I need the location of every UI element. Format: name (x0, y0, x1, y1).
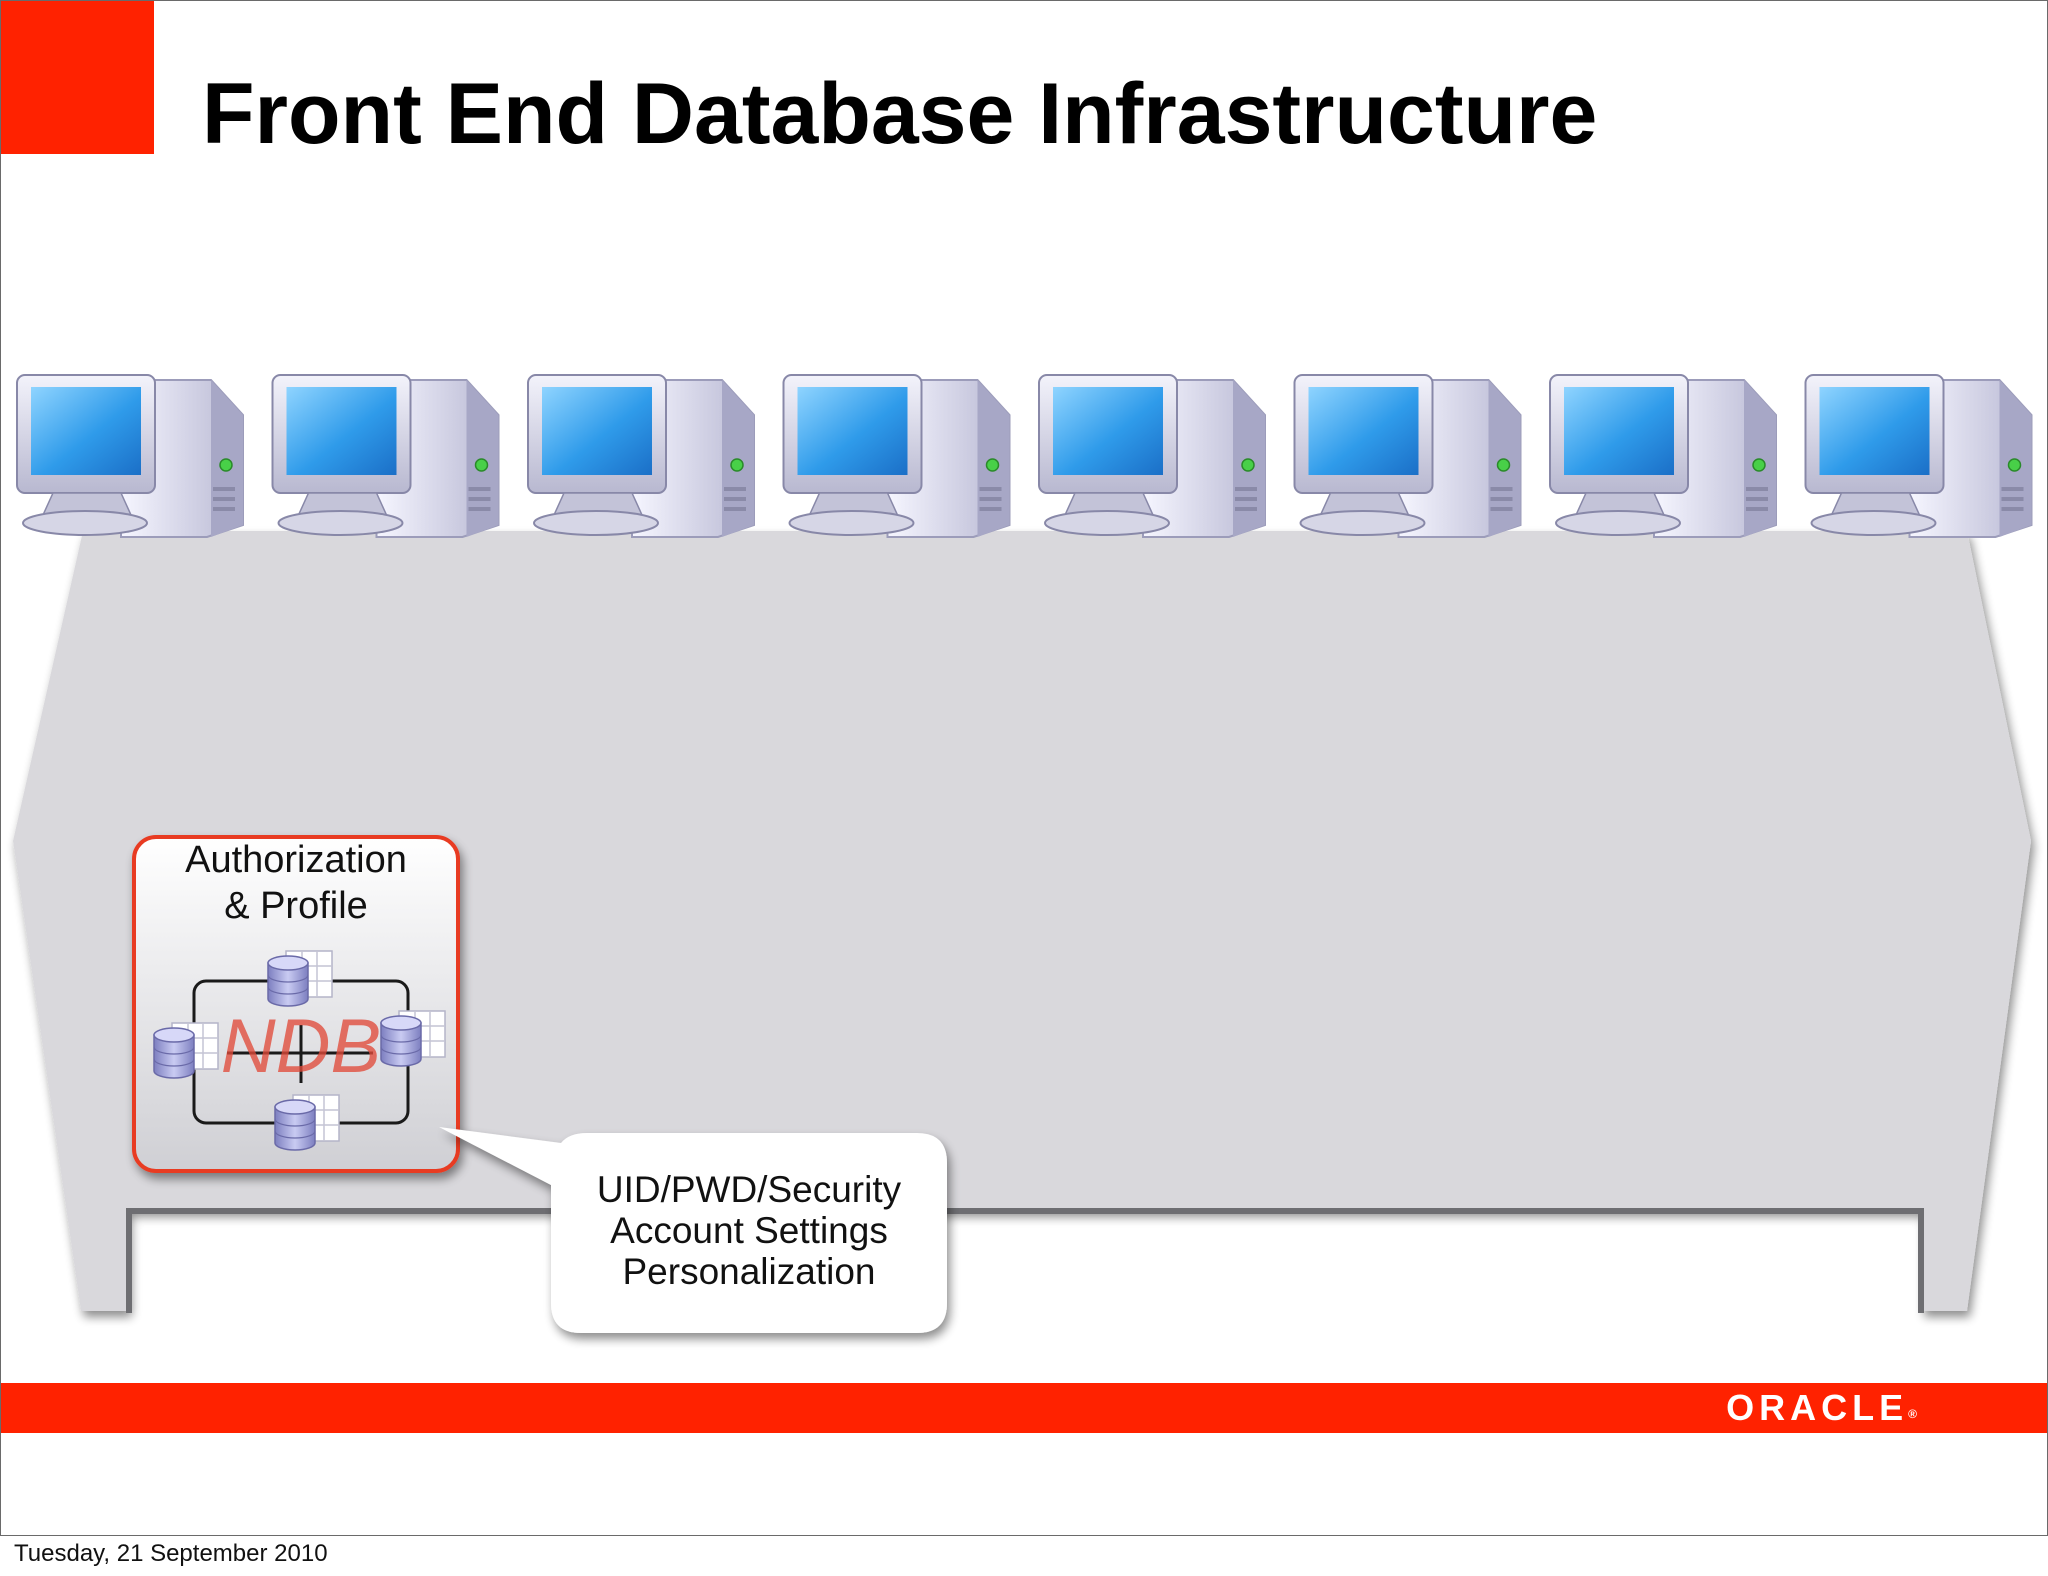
database-icon (274, 1094, 340, 1151)
auth-profile-label: Authorization & Profile (136, 837, 456, 929)
desktop-computer-icon (271, 374, 500, 538)
callout-line2: Account Settings (610, 1210, 888, 1251)
desktop-computer-icon (1549, 374, 1777, 538)
desktop-computer-icon (782, 374, 1011, 538)
callout-bubble (439, 1127, 947, 1333)
desktop-computer-icon (1804, 374, 2033, 538)
callout-line3: Personalization (622, 1251, 876, 1292)
print-date: Tuesday, 21 September 2010 (14, 1540, 328, 1567)
auth-label-line1: Authorization (185, 839, 407, 881)
registered-mark: ® (1908, 1407, 1917, 1421)
slide: Front End Database Infrastructure (0, 0, 2048, 1536)
auth-label-line2: & Profile (224, 885, 368, 927)
ndb-label: NDB (220, 1004, 382, 1089)
computers-row (16, 374, 2033, 538)
infrastructure-diagram (13, 374, 2033, 1333)
callout-text: UID/PWD/Security Account Settings Person… (554, 1169, 944, 1292)
oracle-logo: ORACLE® (1726, 1387, 1917, 1429)
network-backplane (13, 531, 2031, 1311)
oracle-logo-text: ORACLE (1726, 1387, 1909, 1428)
desktop-computer-icon (1293, 374, 1522, 538)
footer-bar: ORACLE® (1, 1383, 2047, 1433)
callout-line1: UID/PWD/Security (596, 1169, 902, 1210)
desktop-computer-icon (16, 374, 244, 538)
database-icon (267, 950, 333, 1007)
slide-title: Front End Database Infrastructure (202, 66, 1598, 162)
desktop-computer-icon (527, 374, 755, 538)
red-corner-block (1, 1, 154, 154)
desktop-computer-icon (1038, 374, 1266, 538)
